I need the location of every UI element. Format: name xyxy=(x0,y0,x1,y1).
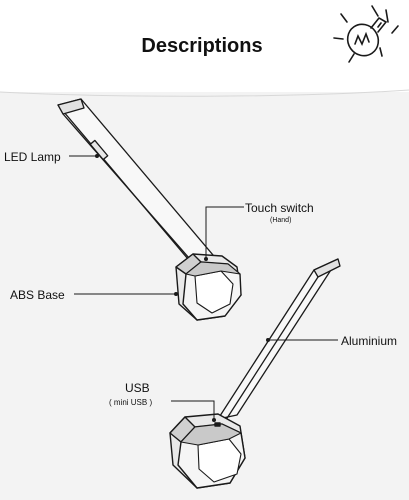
label-aluminium: Aluminium xyxy=(341,334,397,348)
panel-top-edge xyxy=(0,89,409,97)
label-touch-switch-sub: (Hand) xyxy=(270,217,291,224)
lamp-2-arm xyxy=(217,258,341,427)
label-usb-sub: ( mini USB ) xyxy=(109,398,152,407)
usb-port xyxy=(214,422,221,427)
lightbulb-icon xyxy=(333,5,399,63)
label-touch-switch: Touch switch xyxy=(245,201,314,215)
header-background xyxy=(0,0,409,92)
lamp-1-base xyxy=(175,253,242,321)
callout-usb xyxy=(171,400,215,420)
callout-touch-switch xyxy=(205,206,244,259)
label-usb: USB xyxy=(125,381,150,395)
lamp-1-arm xyxy=(57,98,225,283)
page-title: Descriptions xyxy=(141,35,262,57)
label-abs-base: ABS Base xyxy=(10,288,65,302)
callout-dots xyxy=(95,154,270,422)
label-led-lamp: LED Lamp xyxy=(4,150,61,164)
lamp-2-base xyxy=(169,413,246,489)
callout-lines xyxy=(69,155,338,420)
